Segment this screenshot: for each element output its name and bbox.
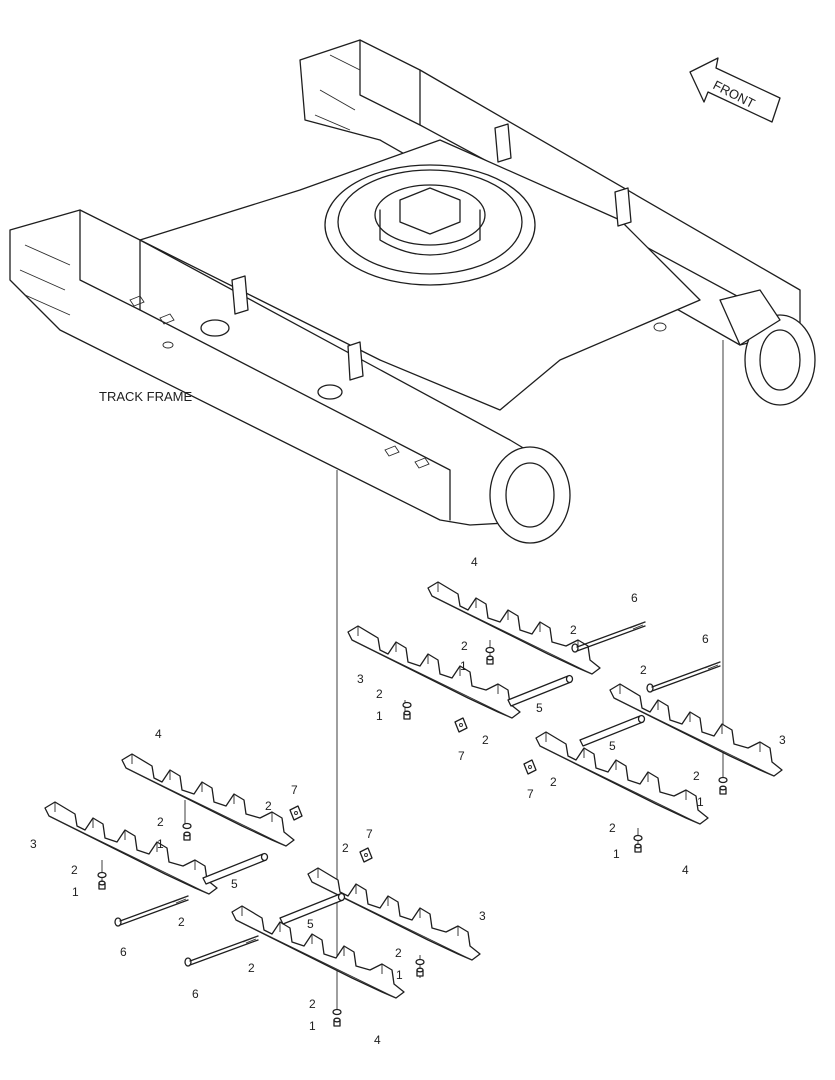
callout-1: 1 <box>460 659 467 673</box>
callout-2: 2 <box>609 821 616 835</box>
callout-2: 2 <box>482 733 489 747</box>
front-arrow: FRONT <box>689 57 781 123</box>
callout-1: 1 <box>376 709 383 723</box>
guard-right-rear <box>609 683 783 777</box>
callout-2: 2 <box>265 799 272 813</box>
callout-1: 1 <box>157 837 164 851</box>
callout-5: 5 <box>231 877 238 891</box>
callout-2: 2 <box>178 915 185 929</box>
callout-2: 2 <box>71 863 78 877</box>
track-frame-label: TRACK FRAME <box>99 389 193 404</box>
callout-6: 6 <box>120 945 127 959</box>
callout-5: 5 <box>307 917 314 931</box>
callout-3: 3 <box>30 837 37 851</box>
guard-bottom-front <box>231 905 405 999</box>
callout-2: 2 <box>309 997 316 1011</box>
callout-7: 7 <box>458 749 465 763</box>
guard-upper-front <box>347 625 521 719</box>
callout-5: 5 <box>536 701 543 715</box>
callout-2: 2 <box>342 841 349 855</box>
callout-2: 2 <box>376 687 383 701</box>
callout-4: 4 <box>374 1033 381 1047</box>
callout-6: 6 <box>702 632 709 646</box>
callout-2: 2 <box>395 946 402 960</box>
callout-7: 7 <box>291 783 298 797</box>
callout-1: 1 <box>613 847 620 861</box>
callout-2: 2 <box>640 663 647 677</box>
guard-right-front <box>535 731 709 825</box>
callout-6: 6 <box>192 987 199 1001</box>
callout-7: 7 <box>527 787 534 801</box>
callouts: 4 6 2 2 1 3 6 2 2 1 5 2 5 7 3 4 2 2 7 1 … <box>30 555 786 1047</box>
callout-4: 4 <box>155 727 162 741</box>
callout-1: 1 <box>396 968 403 982</box>
guard-left-front <box>44 801 218 895</box>
callout-4: 4 <box>682 863 689 877</box>
callout-3: 3 <box>779 733 786 747</box>
callout-6: 6 <box>631 591 638 605</box>
callout-5: 5 <box>609 739 616 753</box>
callout-3: 3 <box>357 672 364 686</box>
callout-3: 3 <box>479 909 486 923</box>
callout-2: 2 <box>550 775 557 789</box>
callout-1: 1 <box>309 1019 316 1033</box>
callout-2: 2 <box>461 639 468 653</box>
callout-4: 4 <box>471 555 478 569</box>
track-frame <box>9 39 816 544</box>
callout-2: 2 <box>157 815 164 829</box>
callout-2: 2 <box>693 769 700 783</box>
callout-1: 1 <box>697 795 704 809</box>
callout-2: 2 <box>248 961 255 975</box>
guard-bottom-rear <box>307 867 481 961</box>
callout-1: 1 <box>72 885 79 899</box>
callout-7: 7 <box>366 827 373 841</box>
callout-2: 2 <box>570 623 577 637</box>
